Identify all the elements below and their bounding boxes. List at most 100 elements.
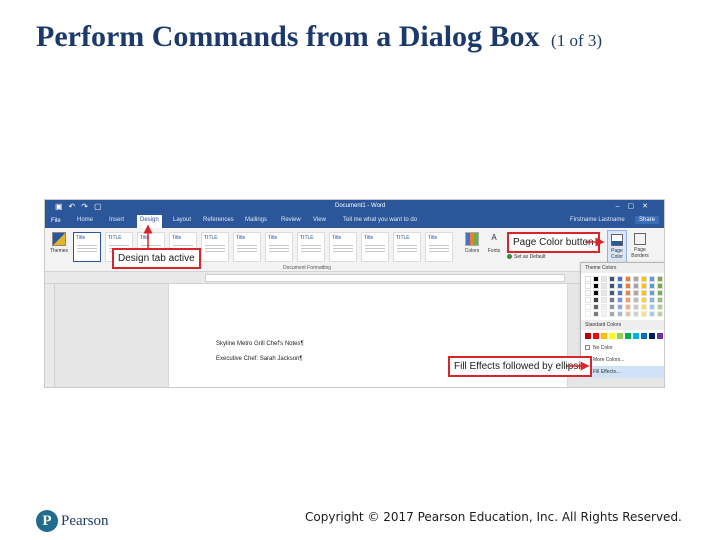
- color-swatch[interactable]: [649, 290, 655, 296]
- color-swatch[interactable]: [617, 283, 623, 289]
- color-swatch[interactable]: [609, 333, 615, 339]
- color-swatch[interactable]: [649, 311, 655, 317]
- vertical-ruler[interactable]: [45, 284, 55, 387]
- color-swatch[interactable]: [601, 311, 607, 317]
- color-swatch[interactable]: [617, 333, 623, 339]
- color-swatch[interactable]: [609, 297, 615, 303]
- color-swatch[interactable]: [641, 297, 647, 303]
- color-swatch[interactable]: [641, 333, 647, 339]
- color-swatch[interactable]: [633, 304, 639, 310]
- color-swatch[interactable]: [585, 290, 591, 296]
- style-set-thumbnail[interactable]: TITLE: [201, 232, 229, 262]
- color-swatch[interactable]: [585, 311, 591, 317]
- color-swatch[interactable]: [625, 311, 631, 317]
- set-as-default[interactable]: Set as Default: [507, 254, 545, 260]
- color-swatch[interactable]: [617, 297, 623, 303]
- color-swatch[interactable]: [593, 311, 599, 317]
- fill-effects-item[interactable]: Fill Effects...: [581, 366, 664, 378]
- color-swatch[interactable]: [625, 276, 631, 282]
- color-swatch[interactable]: [641, 311, 647, 317]
- tab-layout[interactable]: Layout: [173, 217, 192, 223]
- color-swatch[interactable]: [657, 311, 663, 317]
- tab-insert[interactable]: Insert: [109, 217, 125, 223]
- color-swatch[interactable]: [593, 333, 599, 339]
- color-swatch[interactable]: [609, 304, 615, 310]
- color-swatch[interactable]: [625, 297, 631, 303]
- style-set-thumbnail[interactable]: TITLE: [393, 232, 421, 262]
- window-controls[interactable]: –▢✕: [615, 203, 656, 210]
- color-swatch[interactable]: [657, 283, 663, 289]
- style-set-thumbnail[interactable]: Title: [329, 232, 357, 262]
- color-swatch[interactable]: [633, 297, 639, 303]
- color-swatch[interactable]: [657, 276, 663, 282]
- color-swatch[interactable]: [601, 333, 607, 339]
- no-color-item[interactable]: No Color: [581, 342, 664, 354]
- horizontal-ruler[interactable]: [45, 272, 664, 284]
- color-swatch[interactable]: [609, 283, 615, 289]
- style-set-thumbnail[interactable]: Title: [73, 232, 101, 262]
- color-swatch[interactable]: [617, 276, 623, 282]
- tab-design[interactable]: Design: [137, 215, 162, 228]
- more-colors-item[interactable]: More Colors...: [581, 354, 664, 366]
- color-swatch[interactable]: [609, 311, 615, 317]
- sign-in-name[interactable]: Firstname Lastname: [570, 217, 625, 223]
- tab-references[interactable]: References: [203, 217, 234, 223]
- fonts-button[interactable]: A Fonts: [485, 232, 503, 266]
- color-swatch[interactable]: [657, 333, 663, 339]
- color-swatch[interactable]: [633, 283, 639, 289]
- color-swatch[interactable]: [593, 290, 599, 296]
- color-swatch[interactable]: [593, 304, 599, 310]
- color-swatch[interactable]: [617, 311, 623, 317]
- color-swatch[interactable]: [601, 290, 607, 296]
- color-swatch[interactable]: [633, 311, 639, 317]
- style-set-thumbnail[interactable]: Title: [425, 232, 453, 262]
- color-swatch[interactable]: [593, 283, 599, 289]
- color-swatch[interactable]: [601, 283, 607, 289]
- color-swatch[interactable]: [641, 290, 647, 296]
- themes-button[interactable]: Themes: [49, 232, 69, 260]
- tab-home[interactable]: Home: [77, 217, 94, 223]
- color-swatch[interactable]: [649, 276, 655, 282]
- color-swatch[interactable]: [585, 333, 591, 339]
- quick-access-toolbar[interactable]: ▣↶↷▢: [55, 202, 108, 211]
- style-set-thumbnail[interactable]: Title: [361, 232, 389, 262]
- colors-button[interactable]: Colors: [463, 232, 481, 266]
- color-swatch[interactable]: [633, 276, 639, 282]
- page-color-button[interactable]: Page Color: [607, 230, 627, 266]
- color-swatch[interactable]: [641, 283, 647, 289]
- color-swatch[interactable]: [609, 276, 615, 282]
- tab-file[interactable]: File: [45, 214, 69, 228]
- color-swatch[interactable]: [601, 297, 607, 303]
- style-set-thumbnail[interactable]: Title: [233, 232, 261, 262]
- color-swatch[interactable]: [641, 304, 647, 310]
- color-swatch[interactable]: [617, 290, 623, 296]
- page-borders-button[interactable]: Page Borders: [629, 230, 651, 266]
- tab-view[interactable]: View: [313, 217, 326, 223]
- color-swatch[interactable]: [649, 304, 655, 310]
- color-swatch[interactable]: [649, 333, 655, 339]
- color-swatch[interactable]: [609, 290, 615, 296]
- tab-review[interactable]: Review: [281, 217, 301, 223]
- share-button[interactable]: Share: [635, 216, 660, 224]
- color-swatch[interactable]: [601, 304, 607, 310]
- color-swatch[interactable]: [625, 304, 631, 310]
- color-swatch[interactable]: [625, 333, 631, 339]
- color-swatch[interactable]: [657, 297, 663, 303]
- tab-mailings[interactable]: Mailings: [245, 217, 268, 223]
- color-swatch[interactable]: [617, 304, 623, 310]
- color-swatch[interactable]: [633, 333, 639, 339]
- color-swatch[interactable]: [641, 276, 647, 282]
- color-swatch[interactable]: [657, 290, 663, 296]
- color-swatch[interactable]: [585, 276, 591, 282]
- color-swatch[interactable]: [633, 290, 639, 296]
- color-swatch[interactable]: [625, 283, 631, 289]
- color-swatch[interactable]: [593, 276, 599, 282]
- color-swatch[interactable]: [649, 297, 655, 303]
- color-swatch[interactable]: [585, 304, 591, 310]
- style-set-thumbnail[interactable]: TITLE: [297, 232, 325, 262]
- color-swatch[interactable]: [657, 304, 663, 310]
- color-swatch[interactable]: [649, 283, 655, 289]
- color-swatch[interactable]: [601, 276, 607, 282]
- tell-me-box[interactable]: Tell me what you want to do: [343, 217, 418, 223]
- color-swatch[interactable]: [585, 283, 591, 289]
